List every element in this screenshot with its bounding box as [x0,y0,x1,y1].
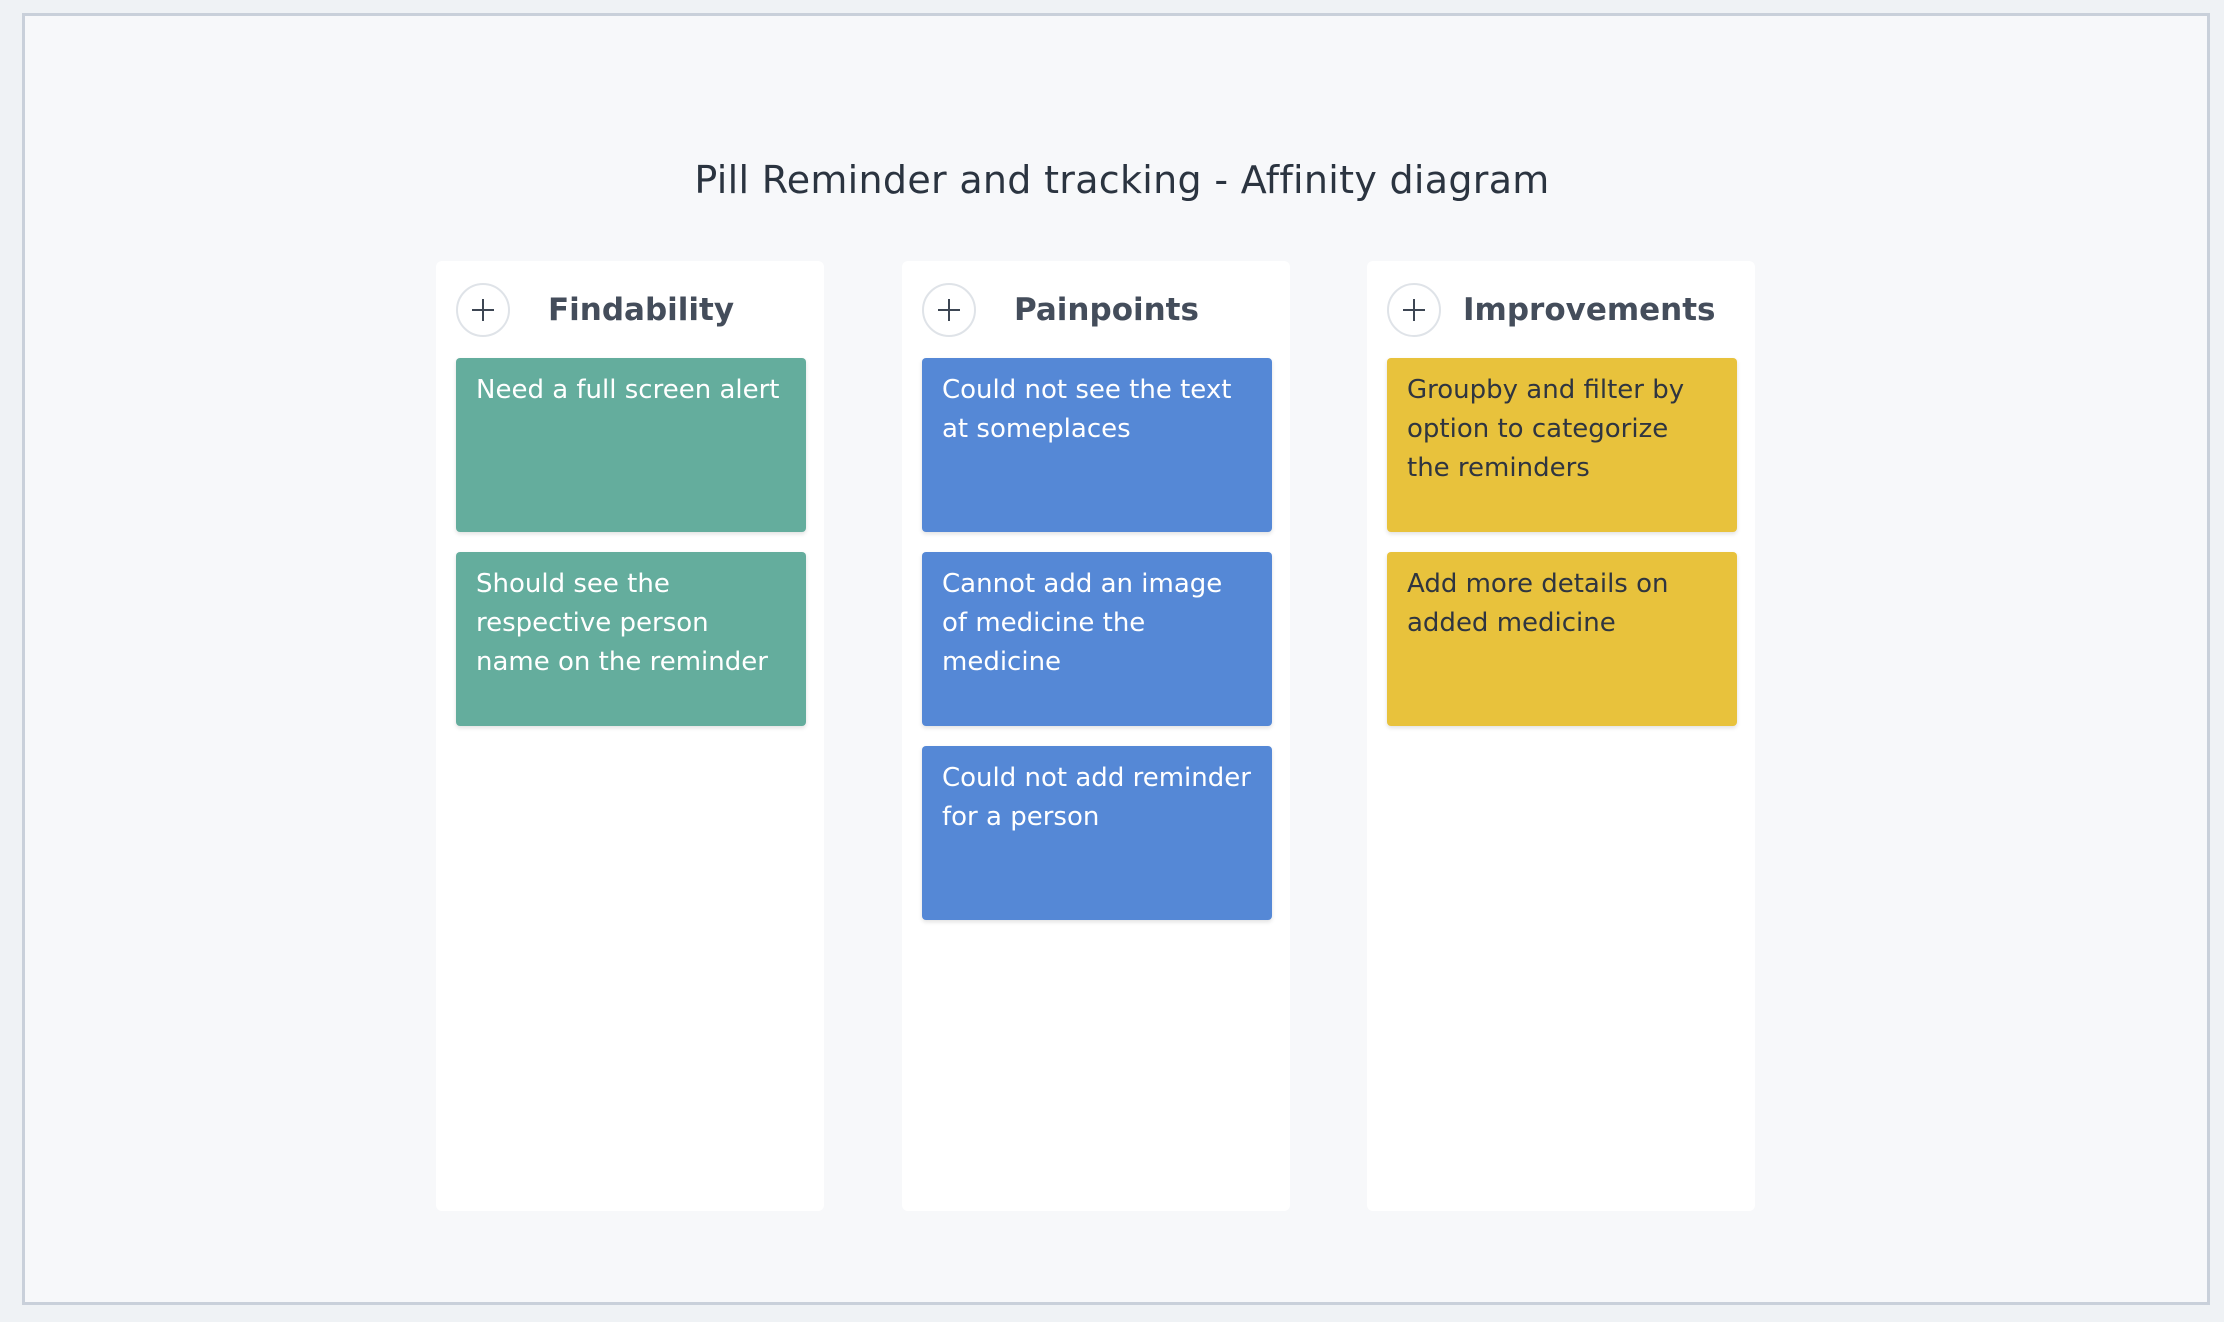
plus-icon [1403,299,1425,321]
plus-icon [938,299,960,321]
board-canvas: Pill Reminder and tracking - Affinity di… [22,13,2210,1305]
column-title: Findability [548,292,735,328]
sticky-note[interactable]: Cannot add an image of medicine the medi… [922,552,1272,726]
add-card-button[interactable] [456,283,510,337]
add-card-button[interactable] [922,283,976,337]
sticky-note[interactable]: Should see the respective person name on… [456,552,806,726]
sticky-note[interactable]: Groupby and filter by option to categori… [1387,358,1737,532]
plus-icon [472,299,494,321]
card-list: Need a full screen alert Should see the … [456,358,806,746]
sticky-note[interactable]: Need a full screen alert [456,358,806,532]
sticky-note[interactable]: Could not add reminder for a person [922,746,1272,920]
column-painpoints: Painpoints Could not see the text at som… [902,261,1290,1211]
sticky-note[interactable]: Could not see the text at someplaces [922,358,1272,532]
column-header: Improvements [1387,281,1716,339]
column-header: Findability [456,281,734,339]
card-list: Groupby and filter by option to categori… [1387,358,1737,746]
column-title: Improvements [1463,292,1716,328]
card-list: Could not see the text at someplaces Can… [922,358,1272,940]
board-title: Pill Reminder and tracking - Affinity di… [694,158,1550,202]
add-card-button[interactable] [1387,283,1441,337]
sticky-note[interactable]: Add more details on added medicine [1387,552,1737,726]
column-header: Painpoints [922,281,1199,339]
column-findability: Findability Need a full screen alert Sho… [436,261,824,1211]
column-improvements: Improvements Groupby and filter by optio… [1367,261,1755,1211]
column-title: Painpoints [1014,292,1199,328]
